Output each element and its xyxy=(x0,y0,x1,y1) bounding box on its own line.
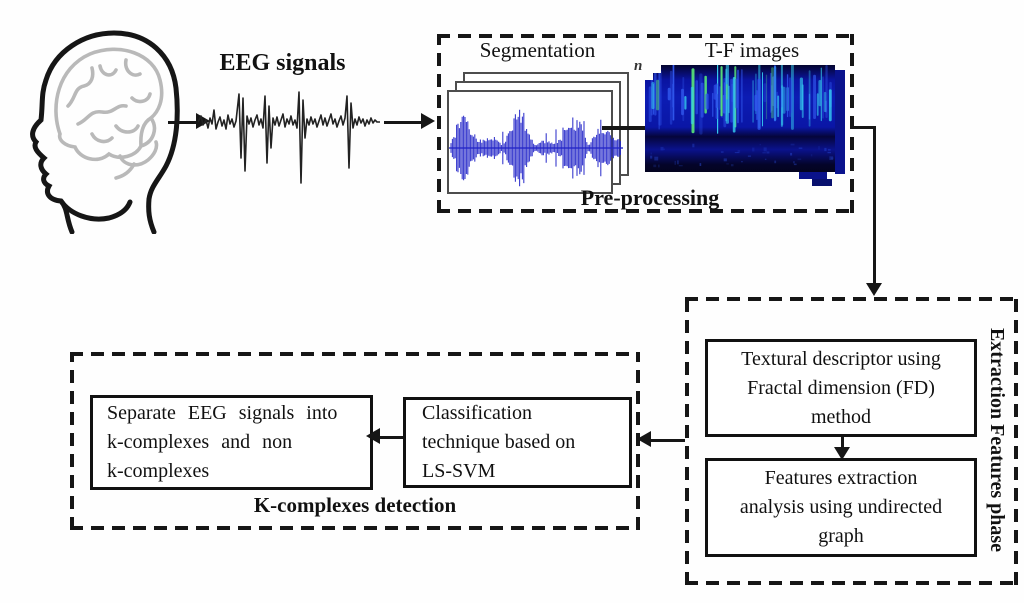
head-to-signal-arrow-line xyxy=(168,121,198,124)
n-axis-label: n xyxy=(634,58,643,74)
extraction-to-detection-arrowhead-icon xyxy=(637,431,651,447)
spectrogram-step-notch xyxy=(653,65,661,73)
segmentation-signal-graphic xyxy=(449,109,623,187)
features-extraction-box: Features extraction analysis using undir… xyxy=(705,458,977,557)
kcomplexes-detection-title: K-complexes detection xyxy=(253,493,457,517)
segmentation-label: Segmentation xyxy=(479,38,596,62)
classification-box: Classification technique based on LS-SVM xyxy=(403,397,632,488)
eeg-waveform-graphic xyxy=(198,91,380,184)
spectrogram-back-edge xyxy=(835,70,845,174)
spectrogram-step xyxy=(812,179,832,186)
extraction-to-detection-arrow-line xyxy=(650,439,685,442)
panels-to-spectrogram-connector xyxy=(602,126,658,130)
signal-to-preprocessing-arrowhead-icon xyxy=(421,113,435,129)
preprocessing-to-extraction-arrowhead-icon xyxy=(866,283,882,296)
extraction-phase-label: Extraction Features phase xyxy=(986,327,1008,553)
jaw-line xyxy=(58,198,133,222)
signal-to-preprocessing-arrow-line xyxy=(384,121,424,124)
spectrogram-image xyxy=(645,58,835,172)
eeg-signals-label: EEG signals xyxy=(219,50,346,76)
preprocessing-title: Pre-processing xyxy=(580,185,720,210)
extraction-inner-arrowhead-icon xyxy=(834,447,850,460)
preprocessing-to-extraction-connector-h xyxy=(851,126,876,129)
separate-signals-box: Separate EEG signals into k-complexes an… xyxy=(90,395,373,490)
spectrogram-step-notch xyxy=(645,65,653,80)
spectrogram-step xyxy=(799,172,827,179)
classification-to-separate-arrowhead-icon xyxy=(366,428,380,444)
classification-to-separate-arrow-line xyxy=(379,436,405,439)
spectrogram-streaks xyxy=(648,58,834,168)
head-profile-outline xyxy=(30,30,180,234)
textural-descriptor-box: Textural descriptor using Fractal dimens… xyxy=(705,339,977,437)
preprocessing-to-extraction-connector-v xyxy=(873,126,876,284)
tf-images-label: T-F images xyxy=(704,38,800,62)
head-brain-illustration xyxy=(30,30,180,234)
extraction-inner-arrow-line xyxy=(841,437,844,449)
brain-outline-icon xyxy=(54,47,164,162)
